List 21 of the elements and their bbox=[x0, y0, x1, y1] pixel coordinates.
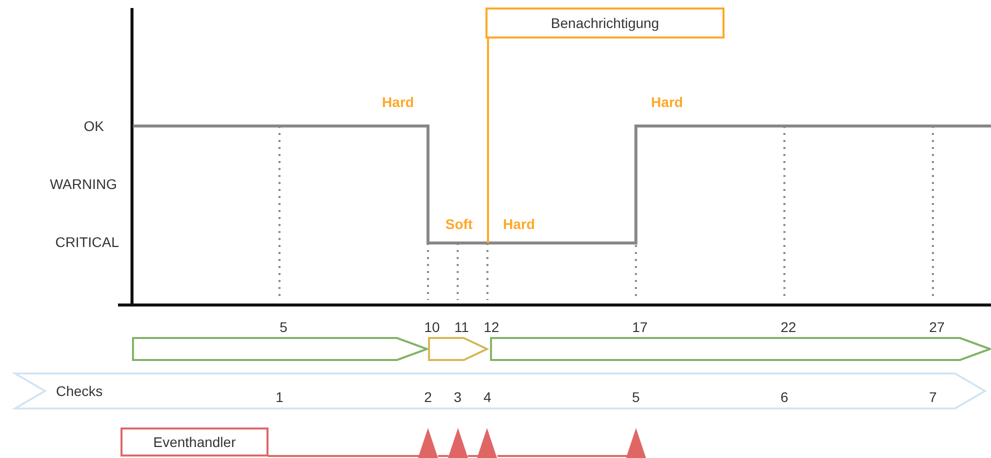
tick-label: 5 bbox=[280, 320, 288, 334]
connector-line bbox=[497, 455, 627, 457]
tick-label: 27 bbox=[929, 320, 945, 334]
state-type-label: Soft bbox=[445, 217, 473, 231]
connector-line bbox=[268, 455, 419, 457]
tick-label: 10 bbox=[424, 320, 440, 334]
tick-label: 12 bbox=[484, 320, 500, 334]
state-type-label: Hard bbox=[651, 95, 683, 109]
node-label: Eventhandler bbox=[153, 434, 236, 450]
axis-label: CRITICAL bbox=[55, 235, 119, 249]
tick-label: 22 bbox=[780, 320, 796, 334]
tick-label: 11 bbox=[454, 320, 469, 334]
tick-label: 17 bbox=[632, 320, 648, 334]
axis-label: WARNING bbox=[50, 177, 117, 191]
connector-line bbox=[487, 38, 489, 243]
node-label: Benachrichtigung bbox=[550, 15, 660, 31]
connector-line bbox=[438, 455, 449, 457]
state-type-label: Hard bbox=[503, 217, 535, 231]
axis-label: OK bbox=[84, 119, 104, 133]
state-type-label: Hard bbox=[382, 95, 414, 109]
connector-line bbox=[468, 455, 478, 457]
